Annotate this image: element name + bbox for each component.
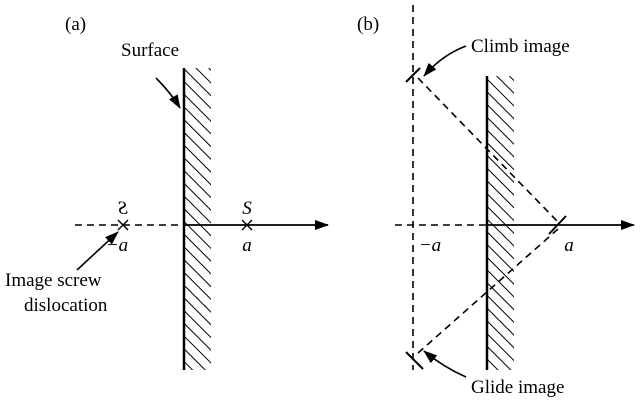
panel-a-tag: (a) xyxy=(65,14,86,35)
panel-a-neg-a-label: −a xyxy=(106,235,128,256)
climb-image-marker xyxy=(405,67,421,83)
panel-b-pos-a-label: a xyxy=(564,235,574,256)
glide-image-pointer-arrow xyxy=(423,350,467,378)
surface-label: Surface xyxy=(121,40,179,61)
panel-b-tag: (b) xyxy=(357,14,379,35)
panel-a: (a) Surface S −a S a Image screw disloca… xyxy=(5,14,329,370)
screw-dislocation-marker: S xyxy=(241,198,253,231)
panel-b-hatched-region xyxy=(487,76,514,370)
panel-a-hatched-region xyxy=(184,68,211,370)
climb-diagonal xyxy=(417,77,559,223)
glide-image-marker xyxy=(405,351,424,370)
image-screw-marker: S xyxy=(117,198,129,231)
edge-dislocation-marker xyxy=(548,215,567,235)
s-symbol: S xyxy=(242,198,252,219)
surface-pointer-arrow xyxy=(155,77,181,109)
image-screw-label-line2: dislocation xyxy=(24,295,108,316)
panel-b: (b) −a a Climb image Glide image xyxy=(357,5,635,398)
glide-image-label: Glide image xyxy=(471,377,564,398)
panel-a-pos-a-label: a xyxy=(242,235,252,256)
image-screw-pointer-arrow xyxy=(76,231,119,271)
mirrored-s-symbol: S xyxy=(118,198,128,219)
climb-image-label: Climb image xyxy=(471,36,570,57)
climb-image-pointer-arrow xyxy=(423,45,467,77)
panel-b-neg-a-label: −a xyxy=(419,235,441,256)
image-screw-label-line1: Image screw xyxy=(5,270,102,291)
